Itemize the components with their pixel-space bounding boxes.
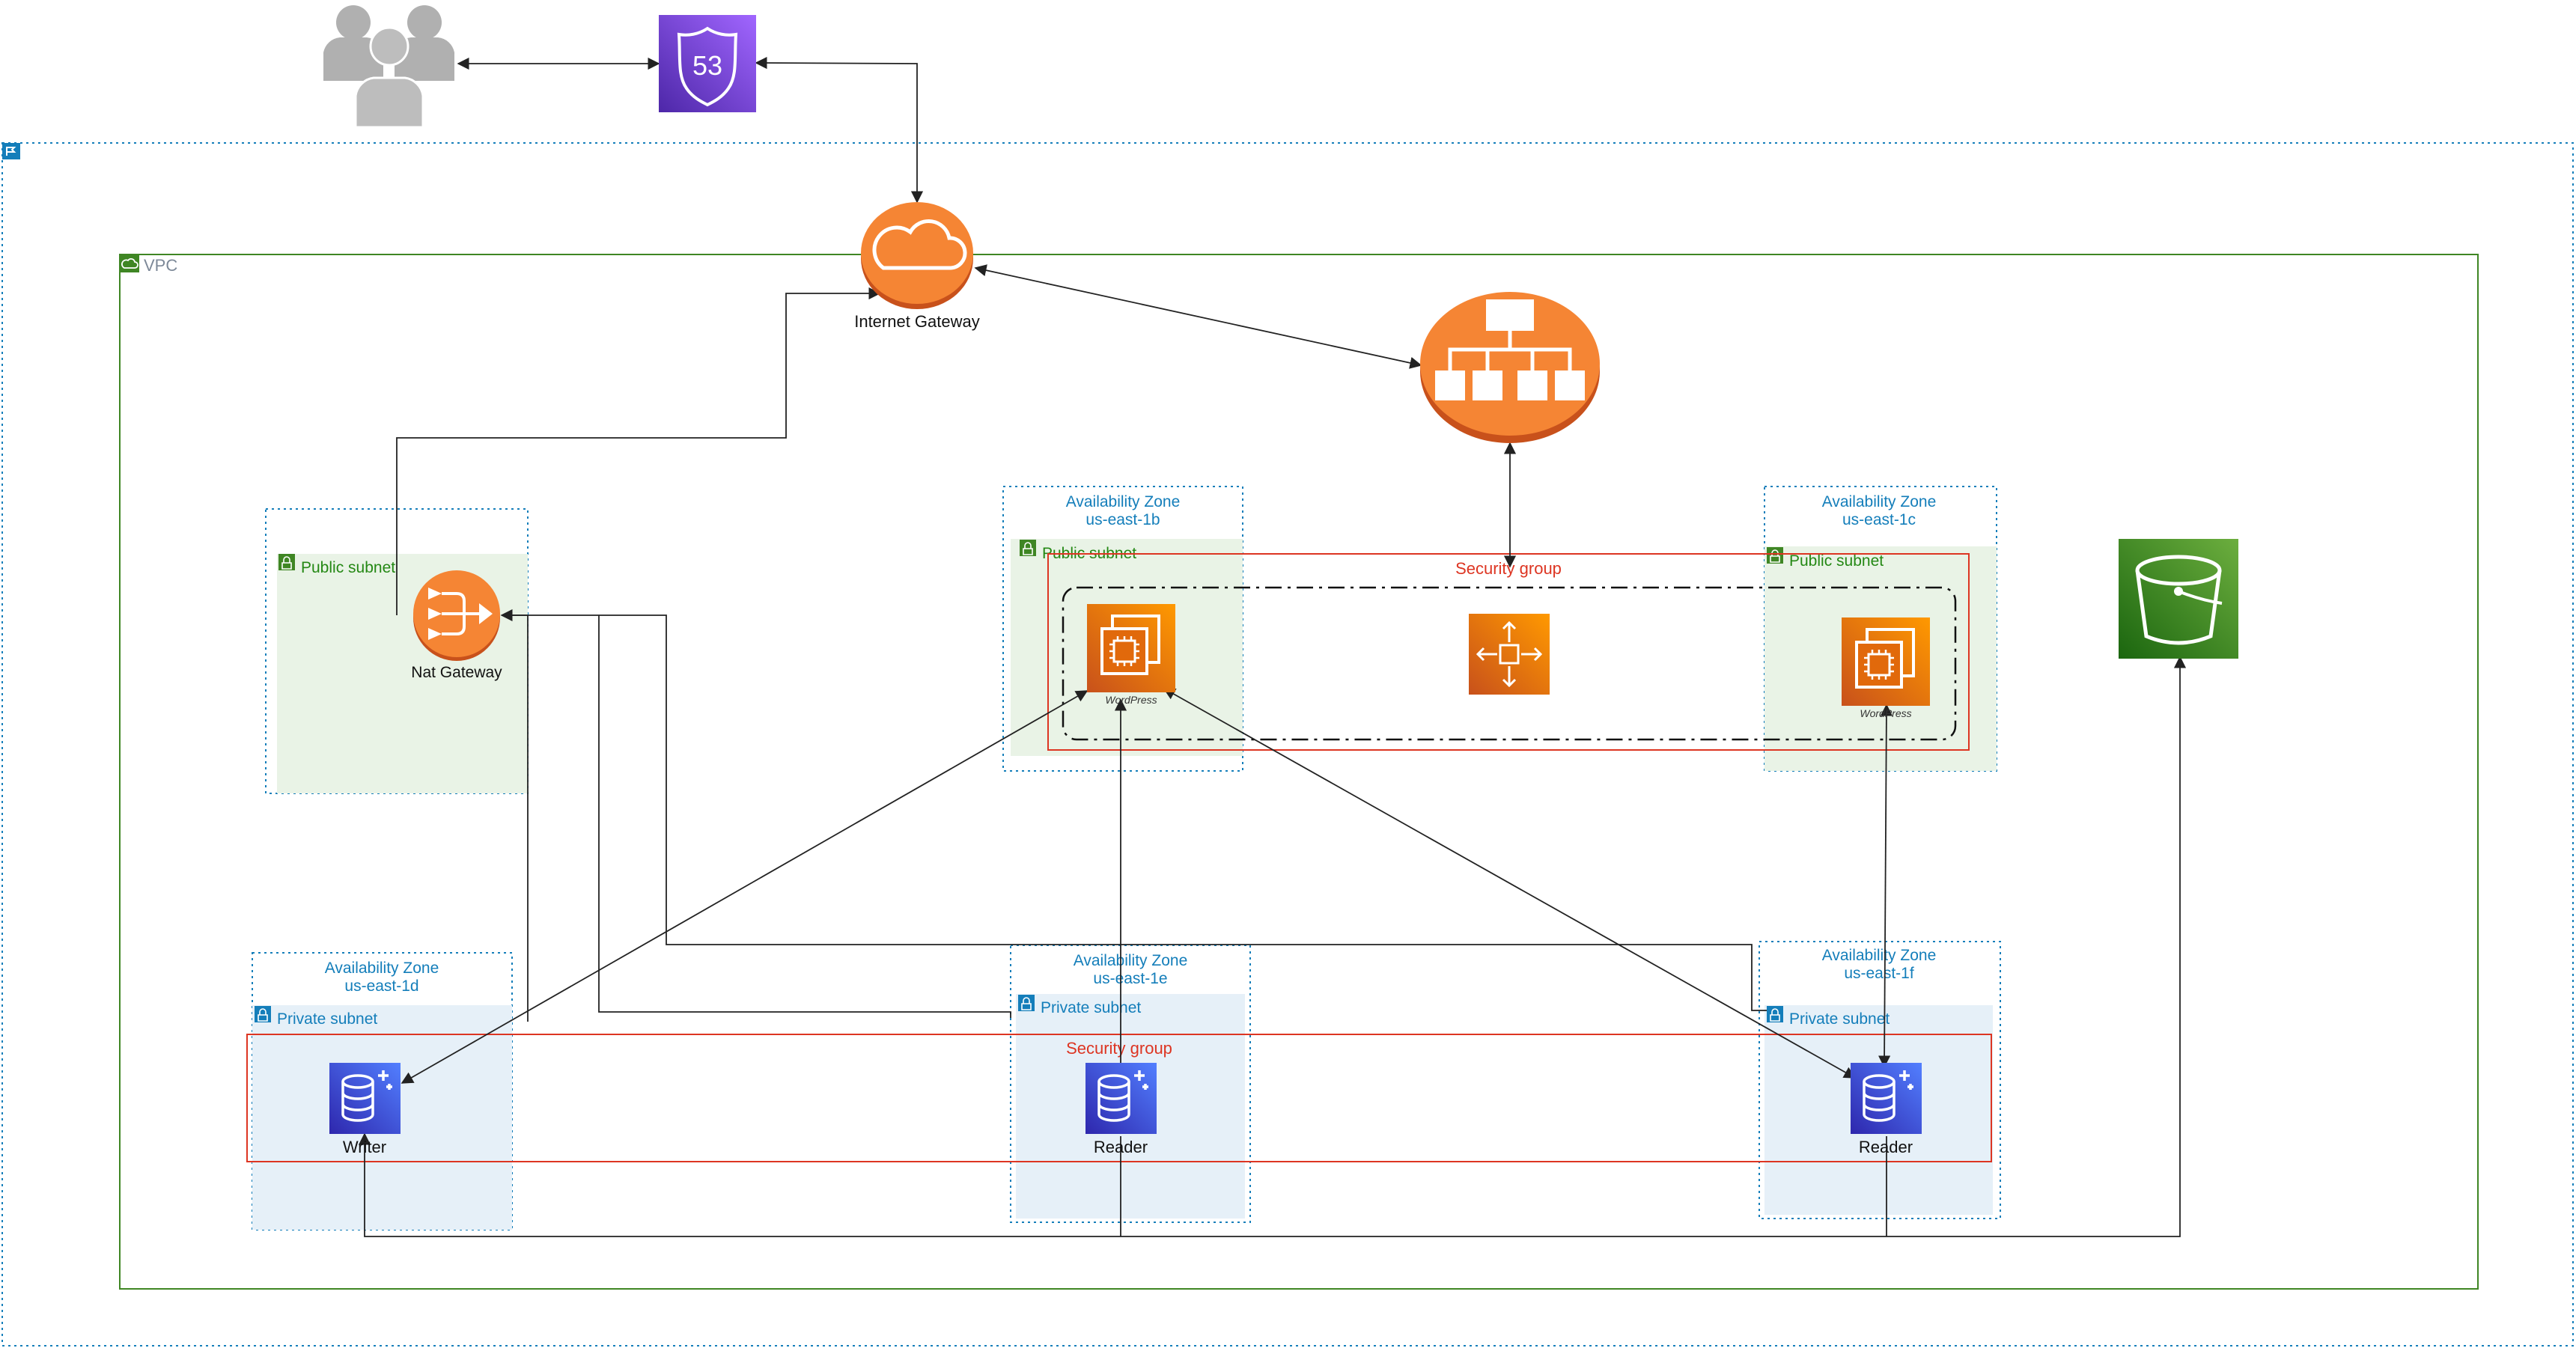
reader-label: Reader <box>1094 1138 1148 1156</box>
cloud-icon <box>872 219 967 270</box>
az-title: Availability Zone <box>1074 952 1188 969</box>
internet-gateway: Internet Gateway <box>854 202 980 331</box>
az-title: Availability Zone <box>1822 947 1937 964</box>
hierarchy-icon <box>1435 299 1585 400</box>
ec2-wordpress-1b: WordPress <box>1087 604 1175 706</box>
private-subnet-label: Private subnet <box>1789 1010 1890 1028</box>
nat-gateway-label: Nat Gateway <box>411 664 502 681</box>
az-name: us-east-1c <box>1842 511 1916 528</box>
private-subnet-label: Private subnet <box>277 1010 377 1028</box>
s3-bucket-icon <box>2119 539 2238 659</box>
connectors <box>358 56 2187 1237</box>
ec2-wordpress-1c: WordPress <box>1842 617 1930 719</box>
vpc-label: VPC <box>144 256 177 275</box>
aws-cloud-boundary <box>1 142 2574 1347</box>
az-name: us-east-1d <box>344 978 418 995</box>
az-title: Availability Zone <box>1822 493 1937 510</box>
route53-icon: 53 <box>659 15 756 112</box>
security-group-label: Security group <box>1066 1039 1172 1058</box>
nat-gateway: Nat Gateway <box>411 570 502 681</box>
wordpress-label: WordPress <box>1860 707 1911 719</box>
users-icon <box>323 5 454 129</box>
vpc-boundary: VPC <box>119 254 2479 1290</box>
auto-scaling-icon <box>1469 614 1550 695</box>
rds-writer: Writer <box>329 1063 401 1156</box>
load-balancer <box>1420 292 1600 443</box>
rds-reader-1e: Reader <box>1085 1063 1157 1156</box>
rds-reader-1f: Reader <box>1851 1063 1922 1156</box>
az-name: us-east-1f <box>1844 965 1914 982</box>
az-name: us-east-1e <box>1093 970 1167 987</box>
wordpress-label: WordPress <box>1105 694 1157 706</box>
az-name: us-east-1b <box>1085 511 1160 528</box>
vpc-cloud-icon <box>120 254 139 272</box>
public-subnet-label: Public subnet <box>301 559 395 576</box>
route53-number: 53 <box>692 50 722 81</box>
security-group-label: Security group <box>1455 559 1562 578</box>
internet-gateway-label: Internet Gateway <box>854 312 980 331</box>
writer-label: Writer <box>343 1138 386 1156</box>
reader-label: Reader <box>1859 1138 1913 1156</box>
private-subnet-label: Private subnet <box>1041 999 1141 1016</box>
az-title: Availability Zone <box>1066 493 1181 510</box>
public-subnet-label: Public subnet <box>1789 552 1884 570</box>
az-title: Availability Zone <box>325 960 439 977</box>
